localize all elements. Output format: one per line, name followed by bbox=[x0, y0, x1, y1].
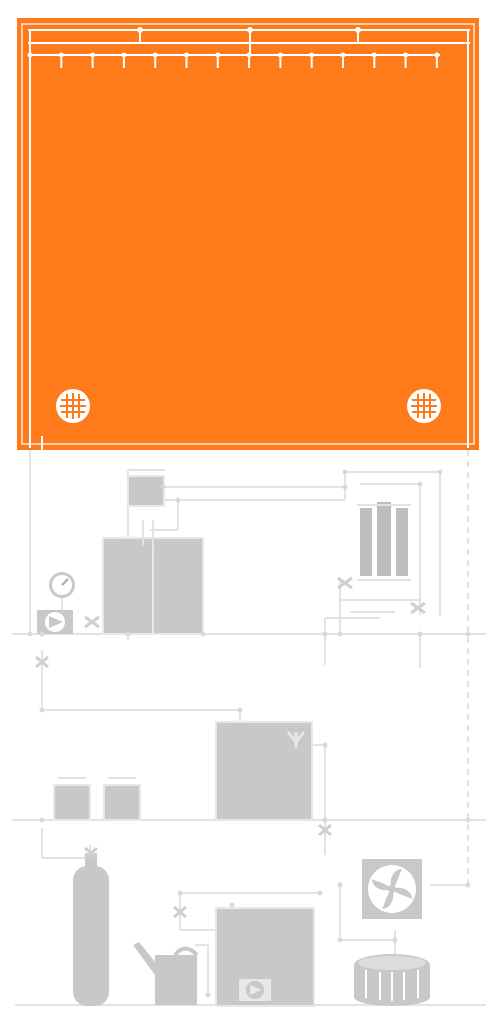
drain-grate-icon bbox=[407, 389, 441, 423]
drain-grate-icon bbox=[56, 389, 90, 423]
pipe-junction bbox=[39, 817, 45, 823]
pipe-junction bbox=[317, 890, 323, 896]
grow-bed bbox=[17, 18, 479, 450]
nozzle-joint bbox=[309, 52, 315, 58]
fan-icon bbox=[362, 859, 422, 919]
pipe-junction bbox=[392, 937, 398, 943]
nozzle-joint bbox=[90, 52, 96, 58]
grow-bed-frame bbox=[21, 23, 475, 445]
nozzle-joint bbox=[58, 52, 64, 58]
round-tank-icon bbox=[354, 954, 430, 1006]
pipe-junction bbox=[417, 481, 423, 487]
pipe-junction bbox=[229, 902, 235, 908]
reservoir-tank bbox=[215, 721, 313, 821]
pressure-gauge-icon bbox=[49, 572, 75, 613]
junction-nodes bbox=[27, 469, 471, 998]
mixing-tank-icon bbox=[102, 520, 204, 635]
pipe-junction bbox=[160, 484, 166, 490]
pipe-junction bbox=[39, 631, 45, 637]
nozzle-joint bbox=[184, 52, 189, 58]
valve-icon bbox=[318, 823, 332, 837]
pipe-junction bbox=[337, 882, 343, 888]
pipe-junction bbox=[337, 631, 343, 637]
pipe-junction bbox=[237, 707, 243, 713]
pipe-junction bbox=[337, 937, 343, 943]
pipe-junction bbox=[39, 707, 45, 713]
pipe-junction bbox=[465, 882, 471, 888]
nozzle-joint bbox=[121, 52, 127, 58]
nozzle-joint bbox=[403, 52, 409, 58]
pipe-junction bbox=[205, 992, 211, 998]
filter-cartridge-icon bbox=[357, 502, 411, 581]
pipe-junction bbox=[342, 484, 348, 490]
check-valve-icon bbox=[410, 601, 426, 615]
nozzle-joint bbox=[434, 52, 440, 58]
pipe-junction bbox=[200, 631, 206, 637]
valve-icon bbox=[337, 576, 353, 590]
pipe-junction bbox=[322, 742, 328, 748]
pump-icon bbox=[239, 979, 271, 1001]
nozzle-joint bbox=[277, 52, 283, 58]
nozzle-joint bbox=[27, 52, 33, 58]
pipe-junction bbox=[27, 631, 33, 637]
nozzle-joint bbox=[340, 52, 346, 58]
pipe-junction bbox=[177, 890, 183, 896]
nozzle-joint bbox=[246, 52, 252, 58]
grow-bed-surface bbox=[17, 18, 479, 450]
pipe-junction bbox=[417, 631, 423, 637]
nozzle-joint bbox=[371, 52, 377, 58]
equipment bbox=[35, 475, 430, 1007]
pipe-junction bbox=[322, 631, 328, 637]
pipe-junction bbox=[125, 631, 131, 637]
nozzle-joint bbox=[152, 52, 158, 58]
process-tank bbox=[215, 907, 315, 1007]
pump-icon bbox=[37, 610, 73, 634]
pipe-junction bbox=[342, 469, 348, 475]
pipe-junction bbox=[175, 497, 181, 503]
valve-icon bbox=[173, 905, 187, 919]
valve-icon bbox=[35, 655, 49, 669]
pipe-junction bbox=[437, 469, 443, 475]
watering-can-icon bbox=[133, 942, 199, 1005]
nozzle-header-icon bbox=[27, 27, 470, 68]
nutrient-tank-icon bbox=[53, 777, 141, 821]
nozzle-joint bbox=[215, 52, 221, 58]
pipe-junction bbox=[465, 631, 471, 637]
valve-icon bbox=[84, 615, 100, 629]
gas-cylinder-icon bbox=[73, 846, 109, 1006]
dosing-box bbox=[127, 475, 165, 507]
pipe-junction bbox=[465, 817, 471, 823]
pipe-junction bbox=[322, 817, 328, 823]
